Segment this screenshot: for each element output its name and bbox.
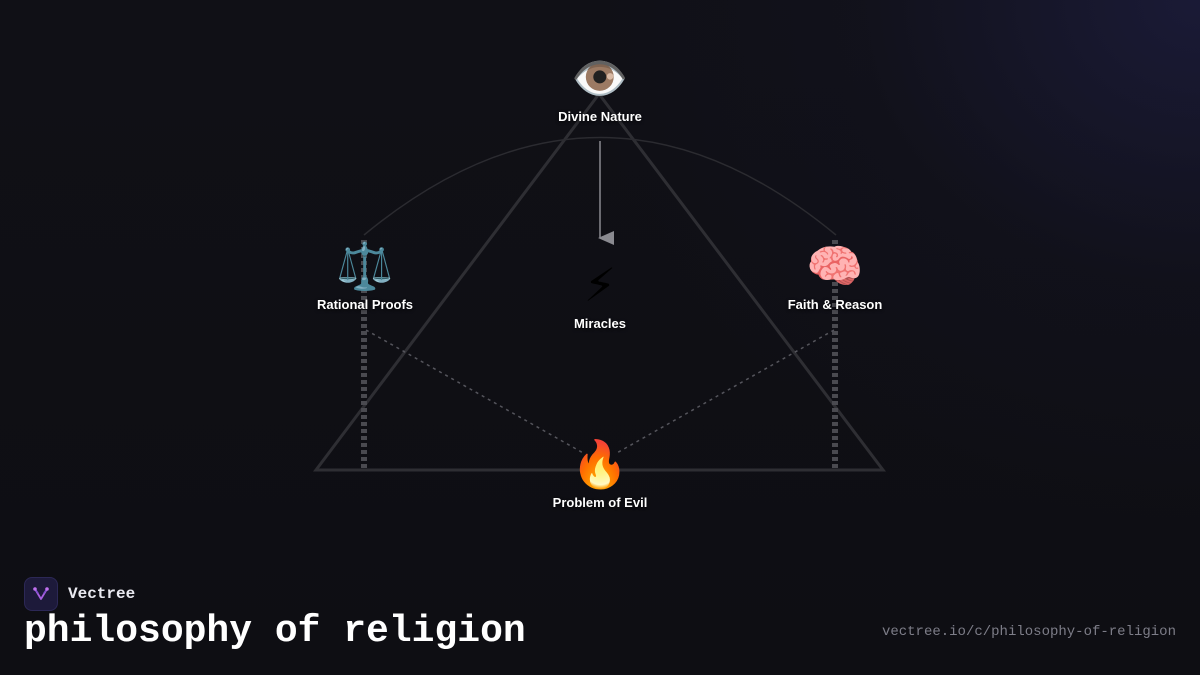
- vectree-logo-icon: [24, 577, 58, 611]
- node-faith-reason[interactable]: 🧠 Faith & Reason: [755, 239, 915, 312]
- lightning-icon: ⚡: [583, 258, 617, 312]
- node-label: Divine Nature: [558, 109, 642, 124]
- triangle-outline: [312, 91, 887, 472]
- connection-arc: [363, 136, 837, 236]
- node-divine-nature[interactable]: 👁️ Divine Nature: [520, 51, 680, 124]
- node-rational-proofs[interactable]: ⚖️ Rational Proofs: [285, 239, 445, 312]
- page-title: philosophy of religion: [24, 610, 526, 653]
- balance-scale-icon: ⚖️: [336, 239, 394, 293]
- edge-rational-to-evil: [365, 329, 586, 455]
- node-label: Faith & Reason: [787, 297, 883, 312]
- node-label: Miracles: [573, 316, 627, 331]
- node-miracles[interactable]: ⚡ Miracles: [520, 258, 680, 331]
- fire-icon: 🔥: [571, 437, 629, 491]
- brand[interactable]: Vectree: [24, 577, 135, 611]
- node-label: Rational Proofs: [316, 297, 414, 312]
- eye-icon: 👁️: [571, 51, 629, 105]
- edge-faith-to-evil: [614, 329, 835, 455]
- source-url[interactable]: vectree.io/c/philosophy-of-religion: [881, 624, 1176, 640]
- brand-name: Vectree: [68, 585, 136, 603]
- node-problem-of-evil[interactable]: 🔥 Problem of Evil: [520, 437, 680, 510]
- node-label: Problem of Evil: [552, 495, 648, 510]
- brain-icon: 🧠: [806, 239, 864, 293]
